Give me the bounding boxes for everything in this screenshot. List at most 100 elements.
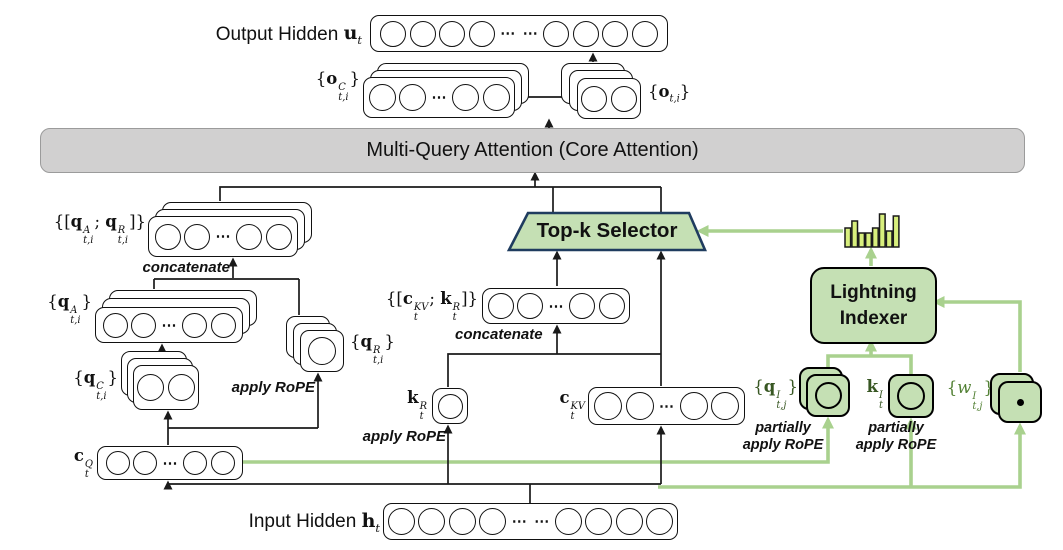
qar-stack: ⋯	[148, 202, 314, 259]
qc-stack	[121, 351, 201, 412]
vector-cell	[409, 20, 436, 47]
histogram-bar	[844, 227, 852, 248]
vector-cell	[543, 20, 570, 47]
vector-cell	[210, 451, 235, 475]
vector-cell	[448, 508, 476, 535]
vector-cell	[554, 508, 582, 535]
vector-cell	[102, 312, 128, 338]
vector-cell	[572, 20, 599, 47]
stack-card: ⋯	[148, 216, 298, 257]
vector-cell	[133, 451, 157, 475]
vector-cell	[569, 293, 595, 319]
index-score-histogram-icon	[844, 213, 900, 248]
stack-card: ⋯	[95, 307, 243, 343]
vector-cell	[236, 223, 262, 250]
dot-product-icon	[1016, 398, 1024, 406]
vector-cell	[387, 508, 415, 535]
output-hidden-cells: ⋯⋯	[371, 16, 667, 51]
qc-cells	[134, 366, 198, 409]
apply-rope-k-label: apply RoPE	[356, 428, 446, 445]
kr-vector	[432, 388, 468, 424]
wire-cq-to-qi	[243, 416, 834, 464]
histogram-bar	[892, 215, 900, 248]
wire-q-collector	[219, 186, 661, 201]
qa-cells: ⋯	[96, 308, 242, 342]
partially-k-line1: partially	[868, 420, 924, 436]
stack-card: ⋯	[363, 77, 515, 118]
wi-stack	[990, 373, 1046, 427]
vector-cell	[437, 393, 463, 419]
vector-cell	[487, 293, 514, 319]
vector-cell	[517, 293, 543, 319]
partially-q-line1: partially	[755, 420, 811, 436]
vector-cell	[368, 84, 396, 111]
kr-cells	[433, 389, 467, 423]
vector-cell	[418, 508, 446, 535]
o-math: {ot,i}	[648, 81, 691, 105]
vector-cell	[137, 374, 165, 401]
topk-selector-shape	[506, 211, 707, 252]
vector-cell	[452, 84, 479, 111]
apply-rope-q-text: apply RoPE	[231, 378, 315, 396]
histogram-bar	[858, 232, 866, 248]
vector-cell	[631, 20, 658, 47]
vector-cell	[479, 508, 507, 535]
topk-selector-label: Top-k Selector	[509, 214, 705, 248]
vector-cell	[154, 223, 181, 250]
vector-cell	[598, 293, 625, 319]
stack-card	[133, 365, 199, 410]
partially-q-line2: apply RoPE	[742, 437, 824, 453]
o-stack	[561, 63, 643, 121]
vector-cell	[646, 508, 674, 535]
ellipsis: ⋯	[511, 513, 527, 530]
output-hidden-label: Output Hidden ut	[140, 21, 362, 48]
vector-cell	[439, 20, 466, 47]
ellipsis: ⋯	[659, 397, 674, 415]
concatenate-kv-label: concatenate	[455, 326, 551, 343]
histogram-bar	[878, 213, 886, 248]
vector-cell	[265, 223, 292, 250]
vector-cell	[615, 508, 643, 535]
green-wires	[243, 225, 1026, 489]
vector-cell	[602, 20, 629, 47]
apply-rope-q-label: apply RoPE	[225, 378, 315, 396]
vector-cell	[210, 312, 236, 338]
ckv-cells: ⋯	[589, 388, 744, 424]
vector-cell	[594, 392, 622, 420]
output-hidden-text: Output Hidden	[215, 23, 339, 45]
ellipsis: ⋯	[431, 89, 447, 106]
ellipsis: ⋯	[500, 25, 516, 42]
black-wires	[153, 52, 666, 503]
output-hidden-vector: ⋯⋯	[370, 15, 668, 52]
qi-stack	[799, 367, 853, 419]
vector-cell	[468, 20, 495, 47]
ckvkr-vector: ⋯	[482, 288, 630, 324]
ellipsis: ⋯	[162, 454, 178, 472]
vector-cell	[308, 337, 336, 365]
vector-cell	[482, 84, 510, 111]
vector-cell	[585, 508, 613, 535]
vector-cell	[380, 20, 407, 47]
input-hidden-math: ht	[361, 509, 380, 535]
input-hidden-text: Input Hidden	[248, 511, 357, 532]
input-hidden-label: Input Hidden ht	[220, 508, 380, 536]
input-hidden-cells: ⋯⋯	[384, 504, 677, 539]
histogram-bar	[864, 232, 873, 248]
vector-cell	[105, 451, 130, 475]
ki-cell	[897, 382, 925, 410]
oc-cells: ⋯	[364, 78, 514, 117]
o-label: {ot,i}	[648, 80, 704, 106]
